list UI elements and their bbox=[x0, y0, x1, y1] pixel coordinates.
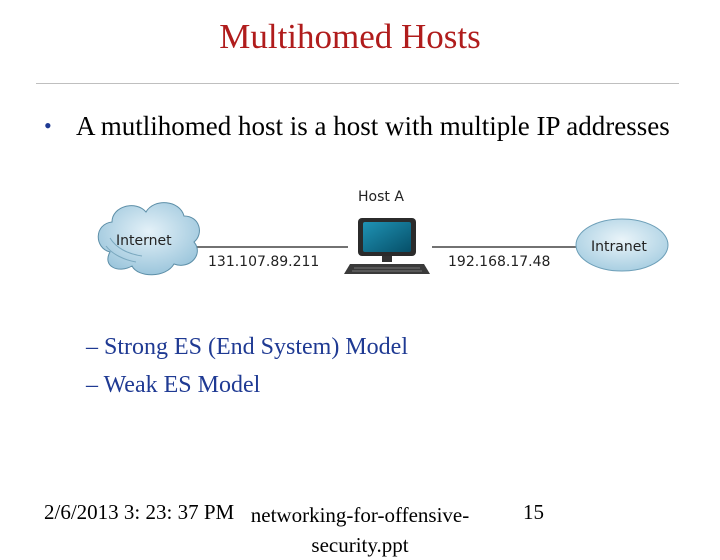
sub-bullet-item: – Weak ES Model bbox=[86, 372, 261, 398]
main-bullet: • A mutlihomed host is a host with multi… bbox=[44, 107, 688, 145]
footer-date: 2/6/2013 3: 23: 37 PM bbox=[44, 500, 235, 524]
footer-filename: networking-for-offensive-security.ppt bbox=[250, 503, 470, 557]
intranet-ip-label: 192.168.17.48 bbox=[448, 254, 550, 270]
cloud-icon bbox=[97, 202, 200, 276]
sub-bullet-list: – Strong ES (End System) Model – Weak ES… bbox=[86, 328, 686, 404]
intranet-label: Intranet bbox=[591, 239, 647, 255]
sub-bullet-item: – Strong ES (End System) Model bbox=[86, 334, 408, 360]
bullet-dot-icon: • bbox=[44, 113, 52, 138]
diagram-svg: Internet Host A 131.107.89.211 192.168.1… bbox=[97, 189, 669, 276]
slide-title: Multihomed Hosts bbox=[219, 17, 481, 56]
internet-ip-label: 131.107.89.211 bbox=[208, 254, 319, 270]
multihomed-host-diagram: Internet Host A 131.107.89.211 192.168.1… bbox=[92, 182, 672, 292]
computer-icon bbox=[344, 218, 430, 274]
intranet-node bbox=[575, 218, 669, 272]
title-divider bbox=[36, 83, 679, 84]
internet-label: Internet bbox=[116, 233, 172, 249]
main-bullet-text: A mutlihomed host is a host with multipl… bbox=[76, 111, 670, 141]
sub-bullet-text: Strong ES (End System) Model bbox=[104, 334, 408, 360]
footer-page-number: 15 bbox=[523, 500, 544, 524]
host-label: Host A bbox=[358, 189, 404, 205]
sub-bullet-text: Weak ES Model bbox=[103, 372, 261, 398]
